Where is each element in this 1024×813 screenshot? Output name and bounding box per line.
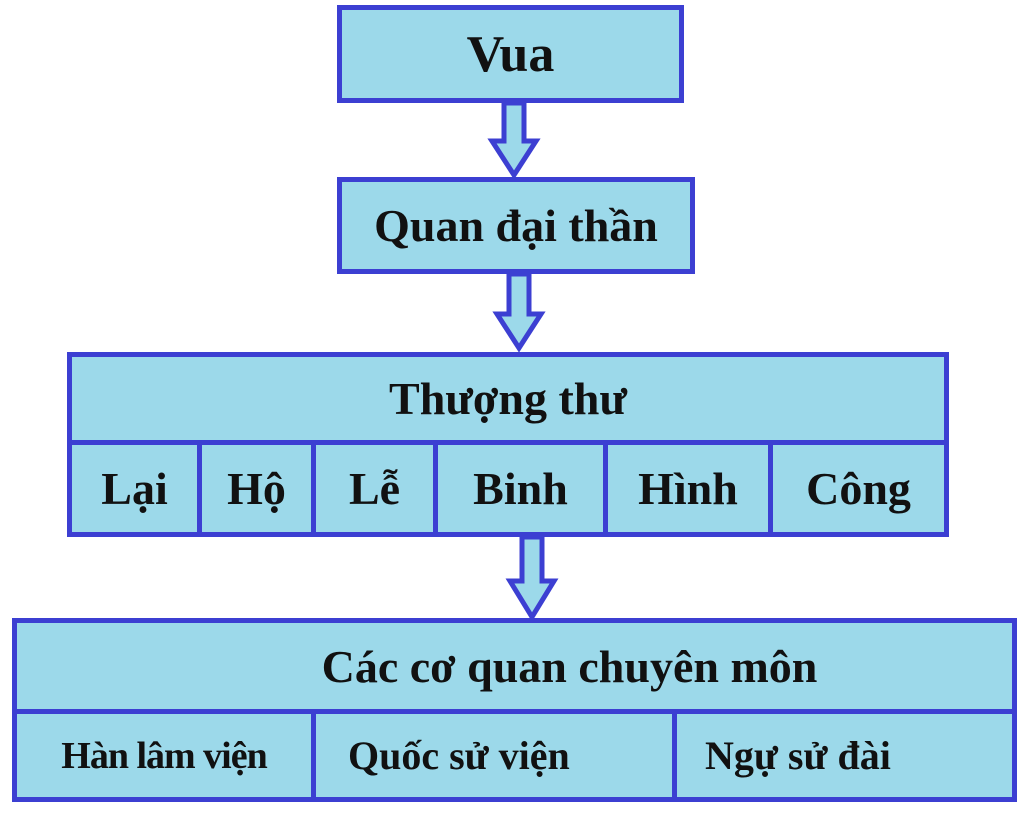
node-ministers: Quan đại thần xyxy=(337,177,695,274)
node-ministers-label: Quan đại thần xyxy=(374,200,658,251)
node-agencies-label: Các cơ quan chuyên môn xyxy=(321,640,818,692)
down-arrow-icon xyxy=(492,271,546,353)
node-secretaries-label: Thượng thư xyxy=(389,373,627,424)
divider xyxy=(197,443,202,532)
ministry-lai: Lại xyxy=(101,463,168,514)
node-king: Vua xyxy=(337,5,684,103)
divider xyxy=(72,440,944,445)
node-king-label: Vua xyxy=(466,25,555,83)
divider xyxy=(603,443,608,532)
divider xyxy=(311,712,316,797)
ministry-ho: Hộ xyxy=(227,463,286,514)
agency-han-lam-vien: Hàn lâm viện xyxy=(61,734,267,777)
node-secretaries: Thượng thư Lại Hộ Lễ Binh Hình Công xyxy=(67,352,949,537)
divider xyxy=(311,443,316,532)
ministry-cong: Công xyxy=(806,463,911,514)
ministry-hinh: Hình xyxy=(638,463,738,514)
divider xyxy=(768,443,773,532)
agency-quoc-su-vien: Quốc sử viện xyxy=(348,733,570,778)
agency-ngu-su-dai: Ngự sử đài xyxy=(705,733,891,778)
node-agencies: Các cơ quan chuyên môn Hàn lâm viện Quốc… xyxy=(12,618,1017,802)
down-arrow-icon xyxy=(487,100,541,180)
divider xyxy=(672,712,677,797)
divider xyxy=(17,709,1012,714)
divider xyxy=(433,443,438,532)
ministry-binh: Binh xyxy=(473,463,568,514)
ministry-le: Lễ xyxy=(348,463,401,514)
down-arrow-icon xyxy=(505,534,559,622)
